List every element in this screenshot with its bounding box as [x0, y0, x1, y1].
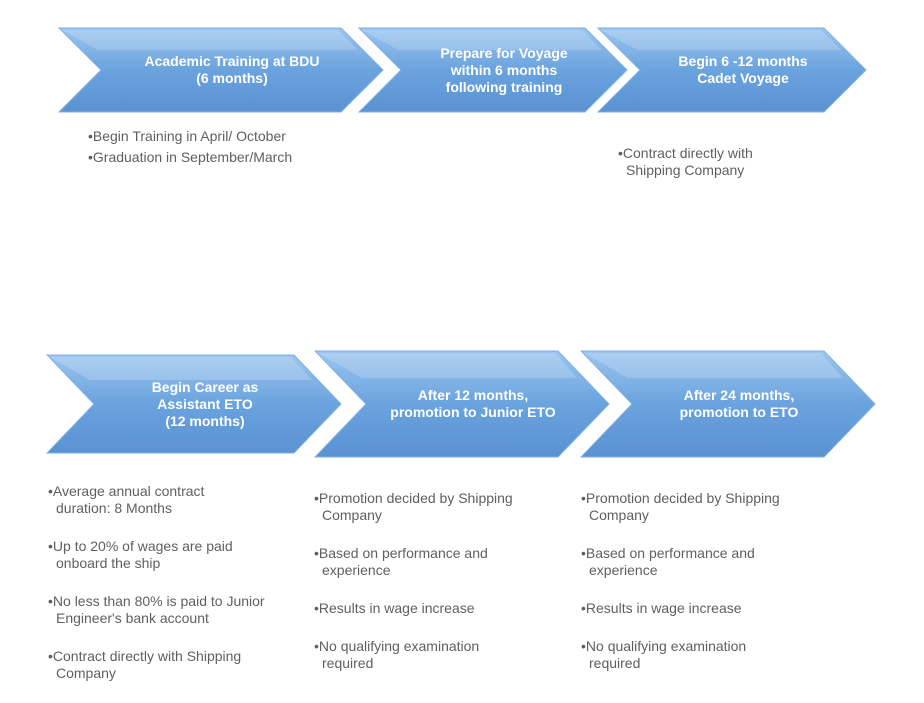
- note-item: •Average annual contract duration: 8 Mon…: [48, 483, 205, 516]
- note-item: •No less than 80% is paid to Junior Engi…: [48, 593, 265, 626]
- step-cadet-voyage: Begin 6 -12 months Cadet Voyage: [597, 27, 867, 113]
- step-label: Prepare for Voyage within 6 months follo…: [440, 44, 568, 95]
- note-item: •No qualifying examination required: [314, 638, 480, 671]
- notes-junior-eto: •Promotion decided by Shipping Company •…: [314, 473, 564, 693]
- note-item: •Based on performance and experience: [581, 545, 755, 578]
- note-item: •Graduation in September/March: [88, 149, 293, 165]
- step-label: Academic Training at BDU (6 months): [144, 53, 320, 86]
- chevron-shape-icon: [314, 350, 610, 458]
- note-item: •Based on performance and experience: [314, 545, 488, 578]
- note-item: •Results in wage increase: [314, 600, 475, 616]
- notes-assistant-eto: •Average annual contract duration: 8 Mon…: [48, 466, 308, 703]
- chevron-shape-icon: [597, 27, 867, 113]
- notes-eto: •Promotion decided by Shipping Company •…: [581, 473, 831, 693]
- step-label: Begin 6 -12 months Cadet Voyage: [678, 53, 808, 86]
- notes-cadet-voyage: •Contract directly with Shipping Company: [618, 128, 868, 200]
- chevron-shape-icon: [58, 27, 384, 113]
- step-label: Begin Career as Assistant ETO (12 months…: [151, 378, 259, 429]
- note-item: •No qualifying examination required: [581, 638, 747, 671]
- step-prepare-voyage: Prepare for Voyage within 6 months follo…: [358, 27, 628, 113]
- step-label: After 24 months, promotion to ETO: [679, 387, 799, 420]
- note-item: •Promotion decided by Shipping Company: [314, 490, 513, 523]
- note-item: •Contract directly with Shipping Company: [48, 648, 242, 681]
- chevron-shape-icon: [580, 350, 876, 458]
- step-junior-eto: After 12 months, promotion to Junior ETO: [314, 350, 610, 458]
- note-item: •Up to 20% of wages are paid onboard the…: [48, 538, 233, 571]
- chevron-shape-icon: [46, 354, 342, 454]
- note-item: •Contract directly with Shipping Company: [618, 145, 753, 178]
- note-item: •Promotion decided by Shipping Company: [581, 490, 780, 523]
- note-item: •Results in wage increase: [581, 600, 742, 616]
- notes-academic-training: •Begin Training in April/ October •Gradu…: [88, 128, 368, 170]
- step-label: After 12 months, promotion to Junior ETO: [390, 387, 556, 420]
- step-assistant-eto: Begin Career as Assistant ETO (12 months…: [46, 354, 342, 454]
- note-item: •Begin Training in April/ October: [88, 128, 286, 144]
- chevron-shape-icon: [358, 27, 628, 113]
- step-eto: After 24 months, promotion to ETO: [580, 350, 876, 458]
- step-academic-training: Academic Training at BDU (6 months): [58, 27, 384, 113]
